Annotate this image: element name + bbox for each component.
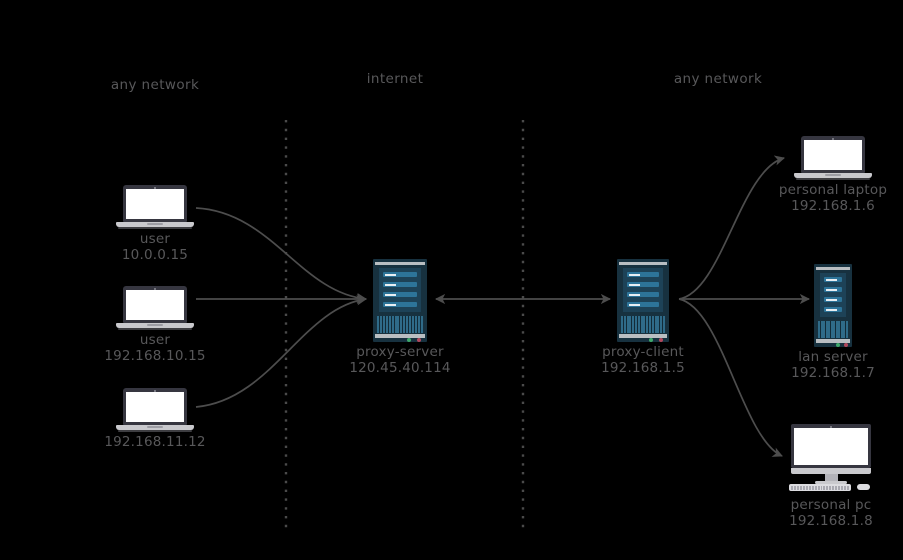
node-ip: 192.168.1.8: [789, 512, 873, 529]
node-ip: 192.168.1.5: [601, 359, 685, 376]
mouse-icon: [857, 484, 870, 490]
laptop-icon: [116, 286, 194, 330]
edge-proxy-client-to-personal-pc: [678, 298, 783, 457]
laptop-icon: [794, 136, 872, 180]
node-proxy-client[interactable]: proxy-client 192.168.1.5: [533, 259, 753, 376]
node-caption: user 10.0.0.15: [45, 231, 265, 263]
node-ip: 192.168.1.6: [791, 197, 875, 214]
zone-label-any-network-left: any network: [110, 77, 200, 93]
node-caption: proxy-client 192.168.1.5: [533, 344, 753, 376]
server-icon: [814, 264, 852, 347]
node-personal-pc[interactable]: personal pc 192.168.1.8: [721, 424, 903, 529]
zone-label-any-network-right: any network: [673, 71, 763, 87]
node-caption: 192.168.11.12: [45, 434, 265, 451]
node-label: proxy-server: [356, 344, 444, 360]
node-ip: 192.168.10.15: [104, 347, 206, 364]
node-caption: proxy-server 120.45.40.114: [290, 344, 510, 376]
edge-user3-to-proxy-server: [195, 295, 368, 408]
node-caption: personal laptop 192.168.1.6: [723, 182, 903, 214]
server-icon: [373, 259, 427, 342]
zone-label-internet: internet: [366, 71, 424, 87]
node-user-10-0-0-15[interactable]: user 10.0.0.15: [45, 185, 265, 263]
node-caption: personal pc 192.168.1.8: [721, 497, 903, 529]
node-label: user: [139, 231, 171, 247]
node-ip: 10.0.0.15: [121, 246, 189, 263]
node-lan-server[interactable]: lan server 192.168.1.7: [723, 264, 903, 381]
node-host-192-168-11-12[interactable]: 192.168.11.12: [45, 388, 265, 451]
desktop-pc-icon: [789, 424, 871, 491]
edge-user1-to-proxy-server: [195, 207, 368, 304]
node-user-192-168-10-15[interactable]: user 192.168.10.15: [45, 286, 265, 364]
node-ip: 192.168.11.12: [104, 434, 206, 450]
laptop-icon: [116, 185, 194, 229]
node-label: personal laptop: [778, 182, 888, 198]
node-label: proxy-client: [602, 344, 684, 360]
node-proxy-server[interactable]: proxy-server 120.45.40.114: [290, 259, 510, 376]
node-ip: 120.45.40.114: [349, 359, 451, 376]
node-caption: user 192.168.10.15: [45, 332, 265, 364]
node-label: lan server: [798, 349, 868, 365]
node-caption: lan server 192.168.1.7: [723, 349, 903, 381]
node-ip: 192.168.1.7: [791, 364, 875, 381]
server-icon: [617, 259, 669, 342]
node-label: user: [139, 332, 171, 348]
laptop-icon: [116, 388, 194, 432]
edge-proxy-client-to-personal-laptop: [678, 155, 785, 300]
node-label: personal pc: [790, 497, 872, 513]
node-personal-laptop[interactable]: personal laptop 192.168.1.6: [723, 136, 903, 214]
keyboard-icon: [789, 484, 851, 491]
